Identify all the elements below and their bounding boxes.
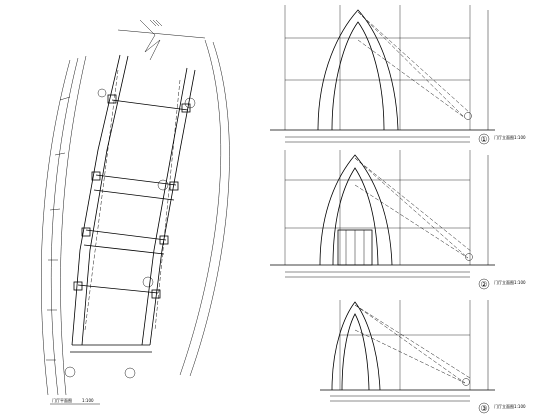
elevation-1: ① 门厅立面图 1:100 xyxy=(270,5,526,145)
elevation-dimension-line xyxy=(285,136,470,143)
plan-beam-1 xyxy=(111,99,189,111)
plan-column xyxy=(91,171,101,181)
plan-dimension-line-outer xyxy=(41,59,71,396)
floor-plan: 门厅平面图 1:100 xyxy=(41,19,230,405)
elevation-dimension-line xyxy=(285,271,470,278)
plan-scale: 1:100 xyxy=(82,398,94,403)
elevation-arch-outer xyxy=(331,301,381,391)
elevation-number: ③ xyxy=(480,404,487,413)
plan-column xyxy=(151,289,161,299)
elevation-arch-inner xyxy=(341,313,370,391)
elevation-tension-lines xyxy=(354,157,473,259)
elevation-scale: 1:100 xyxy=(514,280,526,285)
elevation-anchor xyxy=(465,253,473,261)
plan-west-wall xyxy=(71,54,121,346)
elevation-arch-outer xyxy=(317,9,399,131)
plan-hidden-line-2 xyxy=(154,79,181,331)
elevation-anchor xyxy=(462,378,470,386)
plan-column xyxy=(73,281,83,291)
plan-columns xyxy=(73,94,191,299)
plan-stair xyxy=(149,19,163,27)
plan-grid-marker xyxy=(157,179,169,191)
plan-grid-marker xyxy=(184,97,196,109)
plan-beam-2 xyxy=(95,174,177,186)
plan-west-wall-inner xyxy=(81,55,129,346)
elevation-scale: 1:100 xyxy=(514,404,526,409)
elevation-number-circle xyxy=(478,402,490,414)
plan-beam-4 xyxy=(77,284,159,294)
elevation-door-mullions xyxy=(345,230,365,265)
plan-column xyxy=(107,94,117,104)
elevation-number-circle xyxy=(478,133,490,145)
plan-dimension-line-inner xyxy=(60,55,87,396)
plan-east-boundary xyxy=(179,39,222,376)
elevation-arch-outer xyxy=(319,154,393,266)
plan-beam-3b xyxy=(83,244,165,255)
plan-beam-2b xyxy=(93,189,175,201)
plan-grid-marker xyxy=(124,367,136,379)
elevation-anchor xyxy=(464,112,472,120)
elevation-arch-inner xyxy=(332,167,379,266)
plan-grid-marker xyxy=(64,366,76,378)
plan-grid-marker xyxy=(142,276,154,288)
plan-beam-3 xyxy=(85,229,167,241)
elevation-3: ③ 门厅立面图 1:100 xyxy=(320,300,526,414)
plan-east-boundary-2 xyxy=(189,41,230,377)
elevation-dimension-line xyxy=(330,395,470,402)
elevation-grid xyxy=(339,300,471,390)
plan-title: 门厅平面图 xyxy=(52,397,72,403)
elevation-2: ② 门厅立面图 1:100 xyxy=(270,150,526,290)
plan-column xyxy=(169,181,179,191)
plan-dimension-line-mid xyxy=(50,57,79,396)
plan-top-edge xyxy=(117,29,206,39)
plan-hidden-line-1 xyxy=(84,69,119,331)
plan-top-boundary xyxy=(139,19,161,61)
elevation-grid xyxy=(284,150,471,265)
plan-column xyxy=(159,235,169,245)
elevation-grid xyxy=(284,5,471,130)
elevation-title: 门厅立面图 xyxy=(494,279,514,285)
elevation-title: 门厅立面图 xyxy=(494,134,514,140)
elevation-tension-lines xyxy=(354,304,471,384)
plan-column xyxy=(81,227,91,237)
elevation-arch-inner xyxy=(331,21,385,131)
plan-east-wall xyxy=(149,69,196,346)
plan-grid-marker xyxy=(97,88,107,98)
elevation-tension-lines xyxy=(357,11,471,119)
elevation-number: ① xyxy=(480,135,487,144)
elevation-number-circle xyxy=(478,278,490,290)
elevation-scale: 1:100 xyxy=(514,135,526,140)
plan-east-wall-inner xyxy=(141,67,188,346)
elevation-title: 门厅立面图 xyxy=(494,403,514,409)
plan-dimension-ticks xyxy=(46,96,71,361)
elevation-number: ② xyxy=(480,280,487,289)
